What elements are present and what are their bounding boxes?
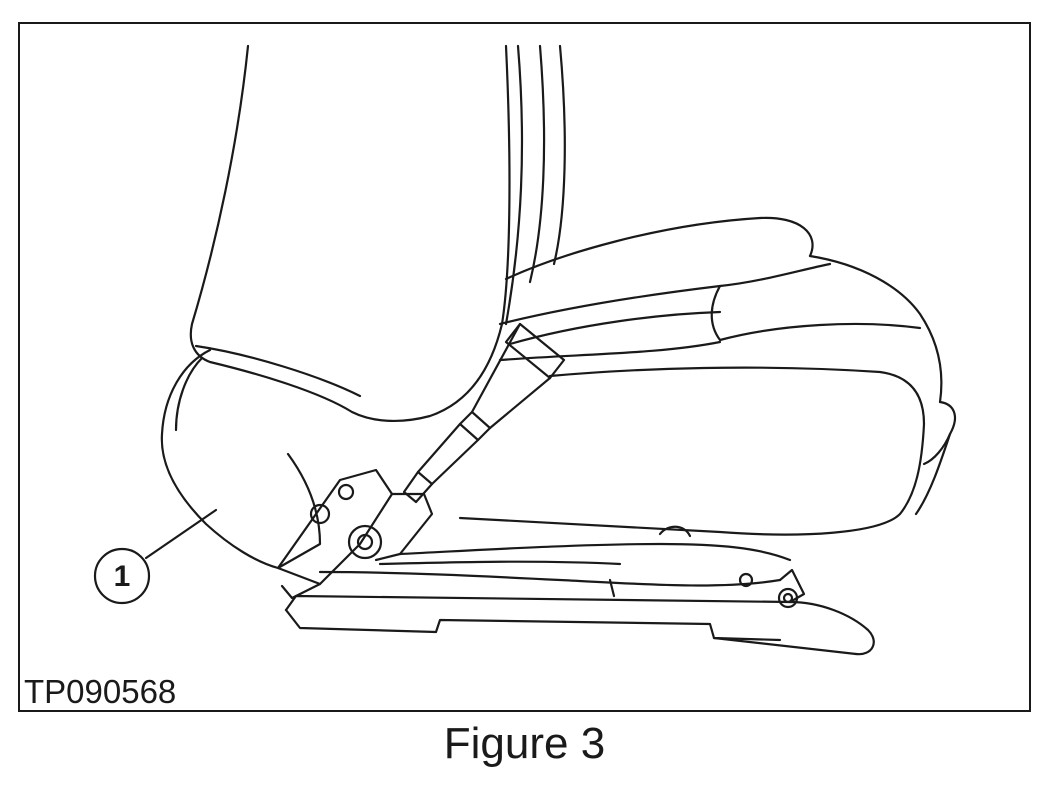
figure-caption: Figure 3	[443, 719, 606, 768]
figure-id-label: TP090568	[24, 673, 177, 710]
callout-1-leader	[144, 508, 218, 560]
seat-track	[284, 525, 875, 656]
seat-belt-buckle	[402, 322, 566, 504]
callout-1-circle	[93, 547, 151, 605]
callout-1: 1	[93, 508, 218, 605]
seat-cushion	[458, 216, 957, 536]
seat-backrest	[189, 44, 566, 423]
seat-backrest-hinge-cover	[160, 348, 322, 570]
seat-illustration: 1	[93, 44, 957, 656]
callout-1-number: 1	[114, 560, 131, 593]
figure-frame: 1 TP090568	[18, 22, 1031, 712]
recliner-mechanism	[276, 468, 434, 600]
